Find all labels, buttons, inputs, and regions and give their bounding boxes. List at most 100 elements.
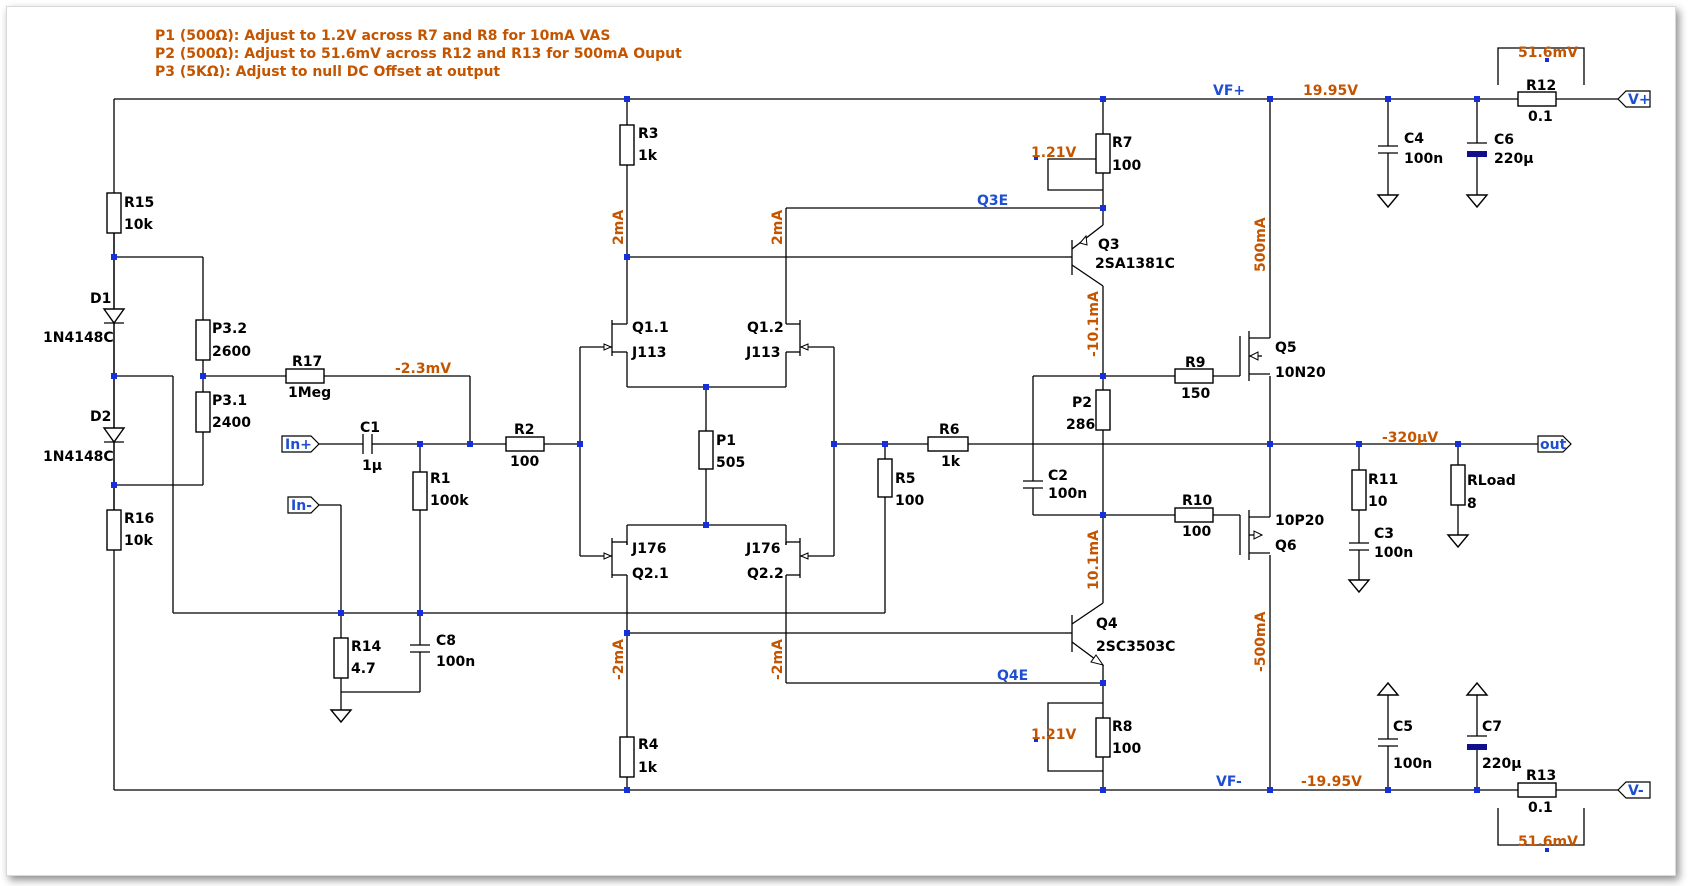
ref-q12: Q1.2 — [747, 320, 784, 336]
ref-r14: R14 — [351, 639, 382, 655]
meas-i-q3: -10.1mA — [1086, 291, 1102, 357]
val-p2: 286 — [1066, 417, 1095, 433]
resistor-r6 — [927, 436, 969, 452]
val-q4: 2SC3503C — [1096, 639, 1175, 655]
svg-text:In+: In+ — [285, 437, 312, 453]
resistor-r5 — [877, 458, 893, 498]
note-p3: P3 (5KΩ): Adjust to null DC Offset at ou… — [155, 64, 500, 80]
capacitor-c2 — [1023, 475, 1043, 494]
capacitor-c3 — [1349, 537, 1369, 555]
svg-text:In-: In- — [291, 498, 312, 514]
resistor-r3 — [619, 124, 635, 166]
ground-icon — [1347, 579, 1371, 594]
val-c6: 220µ — [1494, 151, 1534, 167]
jfet-q21 — [603, 538, 628, 583]
ground-icon — [1465, 681, 1489, 696]
port-in-minus[interactable]: In- — [287, 496, 320, 514]
val-c2: 100n — [1048, 486, 1087, 502]
ref-p1: P1 — [716, 433, 736, 449]
net-q4e: Q4E — [997, 668, 1028, 684]
resistor-r2 — [505, 436, 545, 452]
meas-out-offset: -320µV — [1382, 430, 1438, 446]
resistor-r17 — [285, 368, 325, 384]
val-r11: 10 — [1368, 494, 1388, 510]
val-rload: 8 — [1467, 496, 1477, 512]
port-out[interactable]: out — [1537, 435, 1572, 453]
resistor-r15 — [106, 192, 122, 234]
resistor-r11 — [1351, 469, 1367, 511]
val-c4: 100n — [1404, 151, 1443, 167]
ref-q22: Q2.2 — [747, 566, 784, 582]
ref-d2: D2 — [90, 409, 111, 425]
meas-r12-drop: 51.6mV — [1518, 45, 1578, 61]
ref-r8: R8 — [1112, 719, 1133, 735]
resistor-r9 — [1174, 368, 1214, 384]
val-p31: 2400 — [212, 415, 251, 431]
transistor-symbols — [603, 224, 1271, 666]
jfet-q12 — [785, 318, 809, 357]
val-r1: 100k — [430, 493, 469, 509]
ref-r13: R13 — [1526, 768, 1556, 784]
capacitor-c7 — [1467, 735, 1487, 750]
val-r14: 4.7 — [351, 661, 376, 677]
ground-icon — [1376, 194, 1400, 209]
val-r9: 150 — [1181, 386, 1210, 402]
meas-r7-drop: 1.21V — [1031, 145, 1077, 161]
wires — [113, 47, 1618, 846]
ref-r5: R5 — [895, 471, 916, 487]
resistor-r12 — [1517, 91, 1557, 107]
capacitor-c4 — [1378, 140, 1398, 157]
val-q3: 2SA1381C — [1095, 256, 1175, 272]
ref-r6: R6 — [939, 422, 960, 438]
capacitor-symbols — [362, 140, 1487, 750]
port-in-plus[interactable]: In+ — [281, 435, 320, 453]
ref-r12: R12 — [1526, 78, 1556, 94]
capacitor-c6 — [1467, 142, 1487, 157]
component-labels: R15 10k R16 10k P3.2 2600 P3.1 2400 R17 … — [43, 78, 1556, 816]
jfet-q22 — [785, 538, 809, 583]
ref-p2: P2 — [1072, 395, 1092, 411]
ref-rload: RLoad — [1467, 473, 1516, 489]
ref-c1: C1 — [360, 420, 380, 436]
ref-c6: C6 — [1494, 132, 1514, 148]
net-labels: VF+ VF- Q3E Q4E — [977, 83, 1245, 790]
val-q6: 10P20 — [1275, 513, 1324, 529]
port-v-minus[interactable]: V- — [1617, 781, 1651, 799]
ref-q11: Q1.1 — [632, 320, 669, 336]
bjt-q3 — [1065, 224, 1104, 287]
ref-q6: Q6 — [1275, 538, 1297, 554]
val-r2: 100 — [510, 454, 539, 470]
resistor-p2 — [1095, 389, 1111, 431]
ref-c4: C4 — [1404, 131, 1424, 147]
ref-r1: R1 — [430, 471, 451, 487]
val-q11: J113 — [631, 345, 666, 361]
meas-rail-neg: -19.95V — [1301, 774, 1362, 790]
resistor-r10 — [1174, 507, 1214, 523]
meas-i-r4: -2mA — [611, 639, 627, 680]
ref-c8: C8 — [436, 633, 456, 649]
port-v-plus[interactable]: V+ — [1617, 90, 1651, 108]
meas-r8-drop: 1.21V — [1031, 727, 1077, 743]
ref-d1: D1 — [90, 291, 111, 307]
ref-q4: Q4 — [1096, 616, 1118, 632]
val-r16: 10k — [124, 533, 153, 549]
resistor-rload — [1450, 464, 1466, 506]
ref-q21: Q2.1 — [632, 566, 669, 582]
meas-i-q4: 10.1mA — [1086, 530, 1102, 590]
meas-i-q12: 2mA — [770, 210, 786, 245]
ground-icon — [1446, 534, 1470, 549]
val-r10: 100 — [1182, 524, 1211, 540]
ref-r2: R2 — [514, 422, 535, 438]
resistor-p32 — [195, 319, 211, 361]
ref-c5: C5 — [1393, 719, 1413, 735]
val-q5: 10N20 — [1275, 365, 1326, 381]
jfet-q11 — [603, 318, 628, 357]
val-r3: 1k — [638, 148, 658, 164]
resistor-r1 — [412, 471, 428, 511]
resistor-r16 — [106, 509, 122, 551]
val-r5: 100 — [895, 493, 924, 509]
diode-symbols — [102, 233, 126, 510]
val-c7: 220µ — [1482, 756, 1522, 772]
capacitor-c5 — [1378, 733, 1398, 750]
